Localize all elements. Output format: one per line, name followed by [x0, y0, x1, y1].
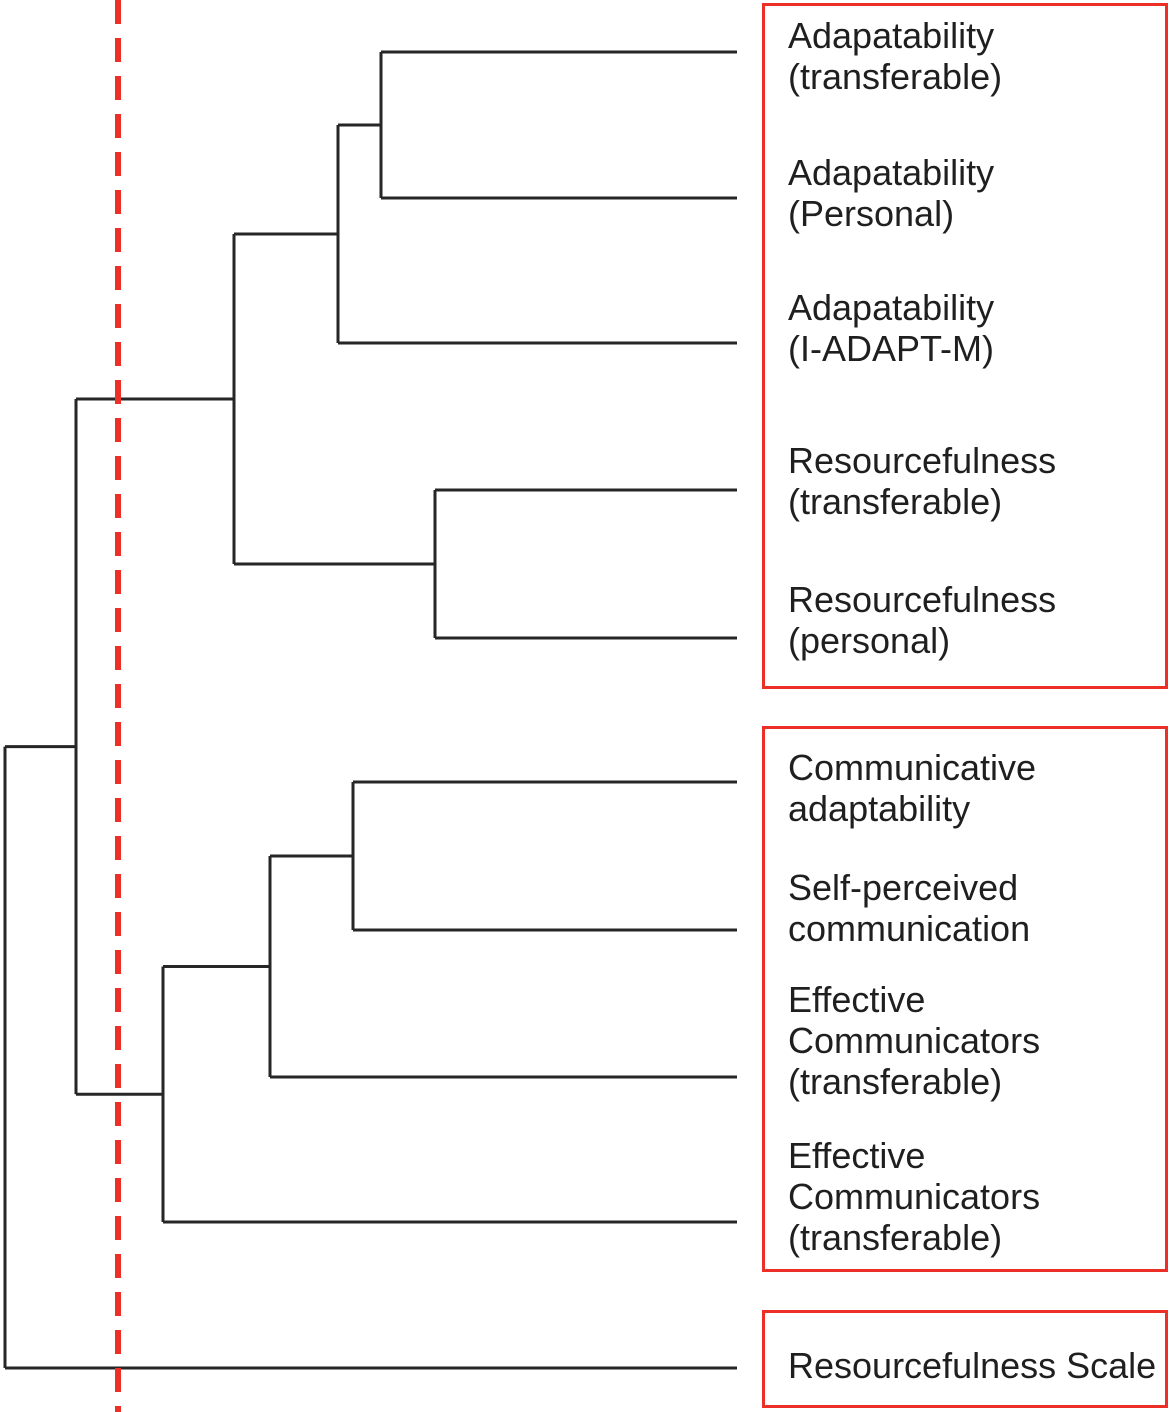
- leaf-label-line: Adapatability: [788, 152, 995, 193]
- leaf-label-adaptability-transferable: Adapatability (transferable): [788, 15, 1002, 97]
- cluster-box-adaptability-resourcefulness: Adapatability (transferable) Adapatabili…: [762, 3, 1168, 689]
- leaf-label-line: (I-ADAPT-M): [788, 328, 994, 369]
- leaf-label-line: (Personal): [788, 193, 955, 234]
- leaf-label-effective-communicators-1: Effective Communicators (transferable): [788, 979, 1040, 1102]
- leaf-label-communicative-adaptability: Communicative adaptability: [788, 747, 1036, 829]
- leaf-label-line: Communicators: [788, 1020, 1041, 1061]
- leaf-label-line: Adapatability: [788, 15, 995, 56]
- leaf-label-self-perceived-communication: Self-perceived communication: [788, 867, 1030, 949]
- leaf-label-line: Communicative: [788, 747, 1037, 788]
- leaf-label-line: (transferable): [788, 1217, 1003, 1258]
- leaf-label-line: Resourcefulness: [788, 579, 1057, 620]
- leaf-label-effective-communicators-2: Effective Communicators (transferable): [788, 1135, 1040, 1258]
- leaf-label-line: Self-perceived: [788, 867, 1019, 908]
- leaf-label-resourcefulness-scale: Resourcefulness Scale: [788, 1345, 1156, 1386]
- leaf-label-line: (transferable): [788, 481, 1003, 522]
- leaf-label-adaptability-i-adapt-m: Adapatability (I-ADAPT-M): [788, 287, 994, 369]
- leaf-label-line: communication: [788, 908, 1031, 949]
- leaf-label-resourcefulness-transferable: Resourcefulness (transferable): [788, 440, 1056, 522]
- leaf-label-line: (transferable): [788, 1061, 1003, 1102]
- leaf-label-line: (personal): [788, 620, 951, 661]
- cluster-box-resourcefulness-scale: Resourcefulness Scale: [762, 1310, 1168, 1408]
- leaf-label-line: Resourcefulness: [788, 440, 1057, 481]
- leaf-label-line: Adapatability: [788, 287, 995, 328]
- leaf-label-line: Effective: [788, 979, 926, 1020]
- leaf-label-line: Communicators: [788, 1176, 1041, 1217]
- leaf-label-line: Resourcefulness Scale: [788, 1345, 1157, 1386]
- leaf-label-adaptability-personal: Adapatability (Personal): [788, 152, 994, 234]
- leaf-label-line: Effective: [788, 1135, 926, 1176]
- leaf-label-line: adaptability: [788, 788, 971, 829]
- leaf-label-resourcefulness-personal: Resourcefulness (personal): [788, 579, 1056, 661]
- leaf-label-line: (transferable): [788, 56, 1003, 97]
- cluster-box-communication: Communicative adaptability Self-perceive…: [762, 726, 1168, 1272]
